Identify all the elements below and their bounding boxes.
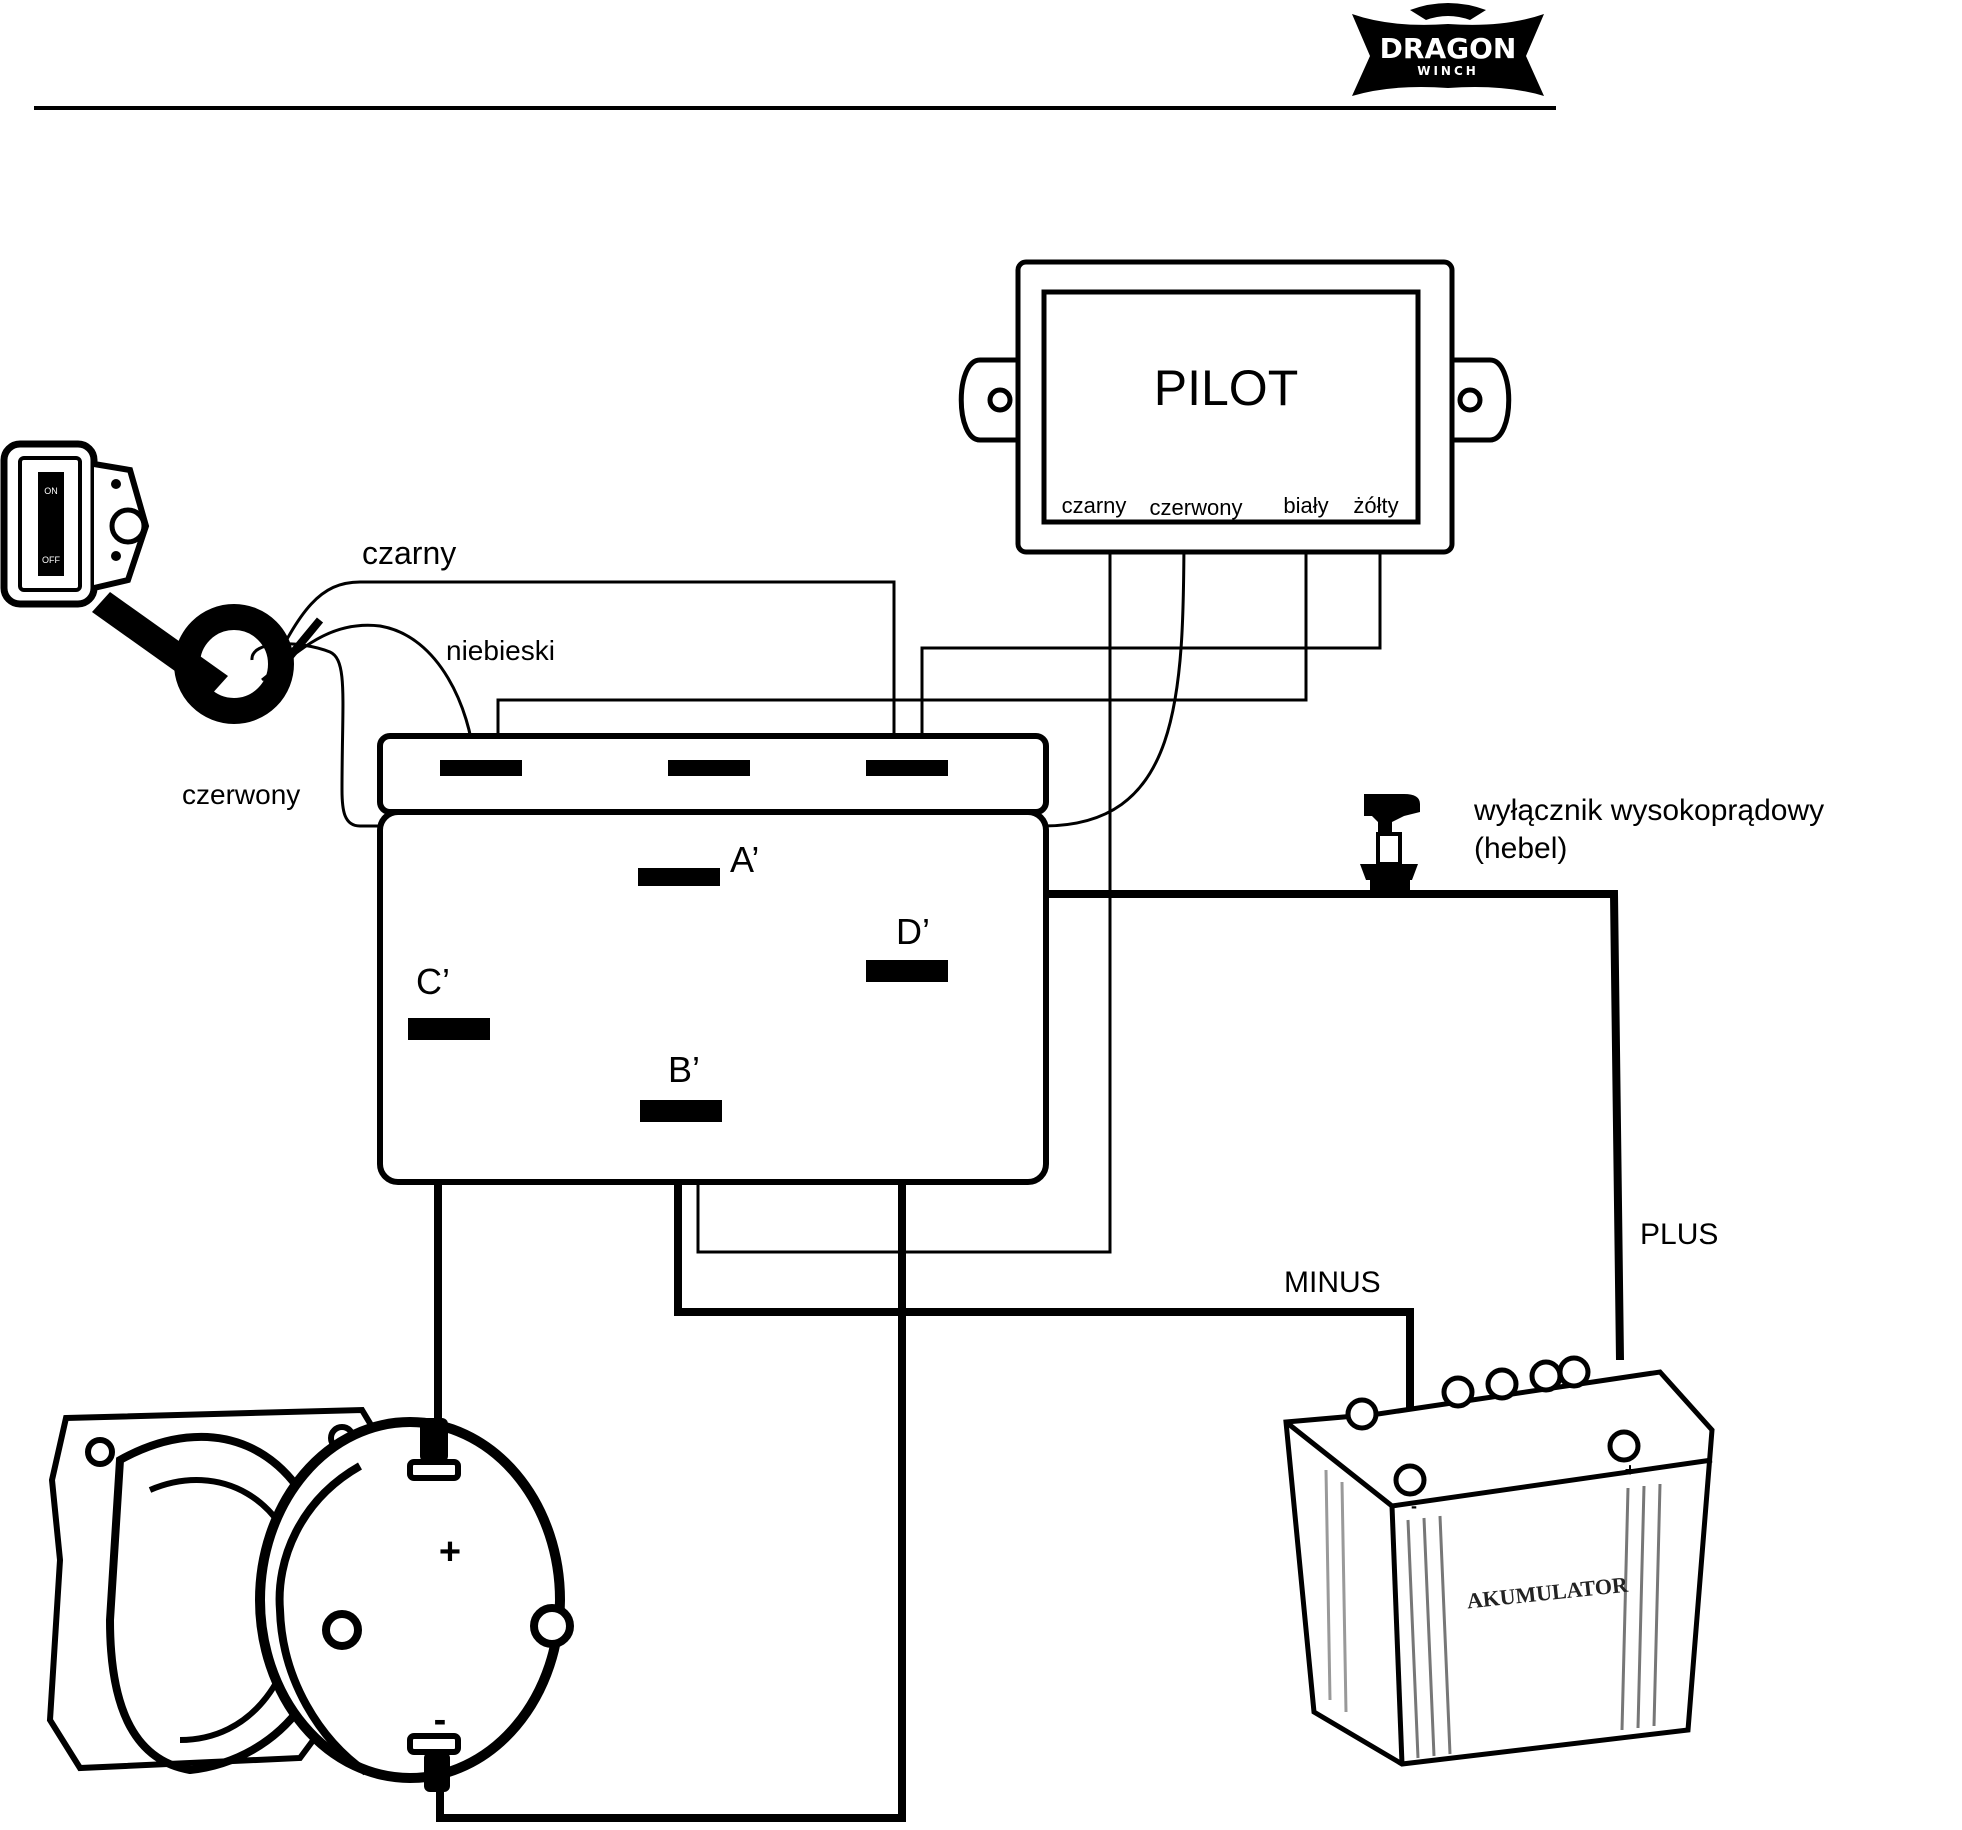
battery: AKUMULATOR - +	[1283, 1355, 1715, 1767]
label-niebieski: niebieski	[446, 635, 555, 666]
pilot-wire-label-bialy: biały	[1283, 493, 1328, 518]
cable-plus	[1378, 890, 1624, 1361]
label-a: A’	[730, 839, 759, 880]
terminal-c	[408, 1018, 490, 1040]
label-minus: MINUS	[1284, 1266, 1381, 1299]
cable-minus	[674, 1108, 1414, 1410]
switch-off-label: OFF	[42, 555, 60, 565]
winch-motor: + -	[46, 1406, 574, 1792]
label-high-current-switch: wyłącznik wysokoprądowy	[1473, 794, 1824, 827]
pilot-wire-label-zolty: żółty	[1353, 493, 1398, 518]
label-d: D’	[896, 911, 930, 952]
wire-pilot-czerwony	[250, 524, 1186, 828]
motor-minus-label: -	[434, 1699, 447, 1741]
label-b: B’	[668, 1049, 700, 1090]
pilot-box: PILOT czarny czerwony biały żółty	[958, 259, 1512, 555]
pilot-title: PILOT	[1154, 360, 1298, 416]
terminal-top-center	[668, 760, 750, 776]
switch-on-label: ON	[44, 486, 58, 496]
dragon-winch-logo: DRAGON WINCH	[1352, 3, 1544, 96]
logo-sub-text: WINCH	[1417, 64, 1479, 78]
terminal-top-left	[440, 760, 522, 776]
high-current-switch	[1360, 794, 1420, 896]
battery-minus-label: -	[1411, 1496, 1417, 1516]
label-czarny: czarny	[362, 535, 456, 571]
label-plus: PLUS	[1640, 1218, 1718, 1251]
motor-plus-label: +	[439, 1531, 461, 1573]
cable-coil	[174, 604, 324, 724]
label-high-current-switch-note: (hebel)	[1474, 832, 1567, 865]
label-czerwony: czerwony	[182, 779, 300, 810]
battery-plus-label: +	[1625, 1460, 1636, 1480]
wire-pilot-zolty	[920, 525, 1382, 760]
solenoid-box	[377, 733, 1049, 1185]
terminal-top-right	[866, 760, 948, 776]
cable-d-to-motor-minus	[436, 972, 906, 1822]
label-c: C’	[416, 961, 450, 1002]
terminal-d	[866, 960, 948, 982]
terminal-b	[640, 1100, 722, 1122]
diagram-labels: czarny niebieski czerwony A’ B’ C’ D’ wy…	[182, 535, 1824, 1299]
rocker-switch: ON OFF	[0, 440, 228, 696]
wire-pilot-bialy	[496, 525, 1308, 760]
terminal-a	[638, 868, 720, 886]
pilot-wire-label-czerwony: czerwony	[1150, 495, 1243, 520]
pilot-wire-label-czarny: czarny	[1062, 493, 1127, 518]
logo-brand-text: DRAGON	[1380, 32, 1517, 65]
